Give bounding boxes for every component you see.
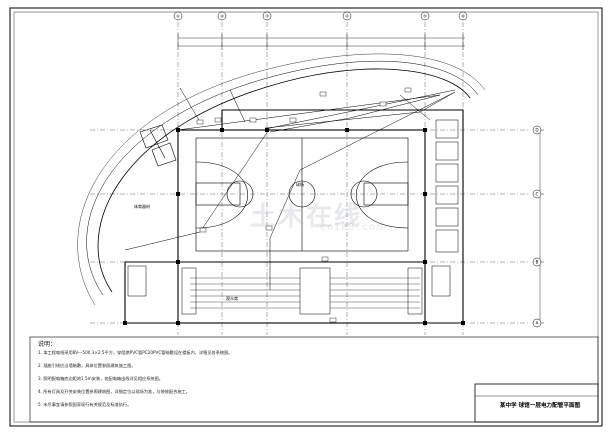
stair-blocks <box>127 119 459 315</box>
axis-label-2: ② <box>220 14 224 19</box>
drawing-title: 某中学 球馆一层电力配管平面图 <box>499 403 581 409</box>
axis-bubble-labels-right: D C B A <box>535 128 538 326</box>
axis-label-1: ① <box>176 14 180 19</box>
note-1: 1. 本工程电线采用BV—500 3×2.5平方，穿阻燃PVC管PC20PVC管… <box>38 350 233 355</box>
room-label-court: 球场 <box>296 181 304 187</box>
bleacher-rows <box>190 277 420 309</box>
basketball-court <box>195 137 409 252</box>
entrance-canopy <box>139 124 177 167</box>
axis-label-B: B <box>536 260 539 265</box>
conduit-runs <box>124 87 456 290</box>
notes-frame <box>29 336 599 423</box>
notes-title: 说明： <box>38 341 57 348</box>
curved-walls <box>77 53 486 306</box>
design-notes: 说明： 1. 本工程电线采用BV—500 3×2.5平方，穿阻燃PVC管PC20… <box>30 337 475 417</box>
room-label-stand: 观众席 <box>226 295 238 301</box>
sheet-border <box>9 7 603 427</box>
axis-label-5: ⑤ <box>423 14 427 19</box>
building-walls <box>124 109 464 324</box>
fixture-symbols <box>196 87 412 323</box>
note-2: 2. 插座引线应沿墙暗敷，具体位置参照建筑施工图。 <box>38 363 136 368</box>
title-block-frame <box>474 383 599 423</box>
watermark-sub: co188.com <box>320 222 384 233</box>
dimension-lines <box>177 34 544 324</box>
axis-label-6: ⑥ <box>461 14 465 19</box>
axis-label-D: D <box>535 128 538 133</box>
note-3: 3. 照明配电箱底边距地1.5m安装，各配电箱出线详见相应系统图。 <box>38 376 163 381</box>
axis-label-4: ④ <box>345 14 349 19</box>
room-labels: 球场 体育器材 观众席 <box>134 181 304 301</box>
axis-label-C: C <box>536 192 539 197</box>
note-5: 5. 未尽事宜请参照国家现行有关规范及标准执行。 <box>38 402 132 407</box>
axis-label-3: ③ <box>265 14 269 19</box>
axis-label-A: A <box>536 321 539 326</box>
room-label-left: 体育器材 <box>134 203 150 209</box>
axis-grid <box>90 22 530 335</box>
axis-bubbles-right <box>532 125 542 328</box>
axis-bubble-labels-top: ① ② ③ ④ ⑤ ⑥ <box>176 14 465 19</box>
axis-bubbles-top <box>173 11 468 21</box>
note-4: 4. 所有灯具及开关安装位置参照建筑图，详细定位以现场为准，与装修配合施工。 <box>38 389 190 394</box>
watermark-main: 土木在线 <box>250 202 363 232</box>
